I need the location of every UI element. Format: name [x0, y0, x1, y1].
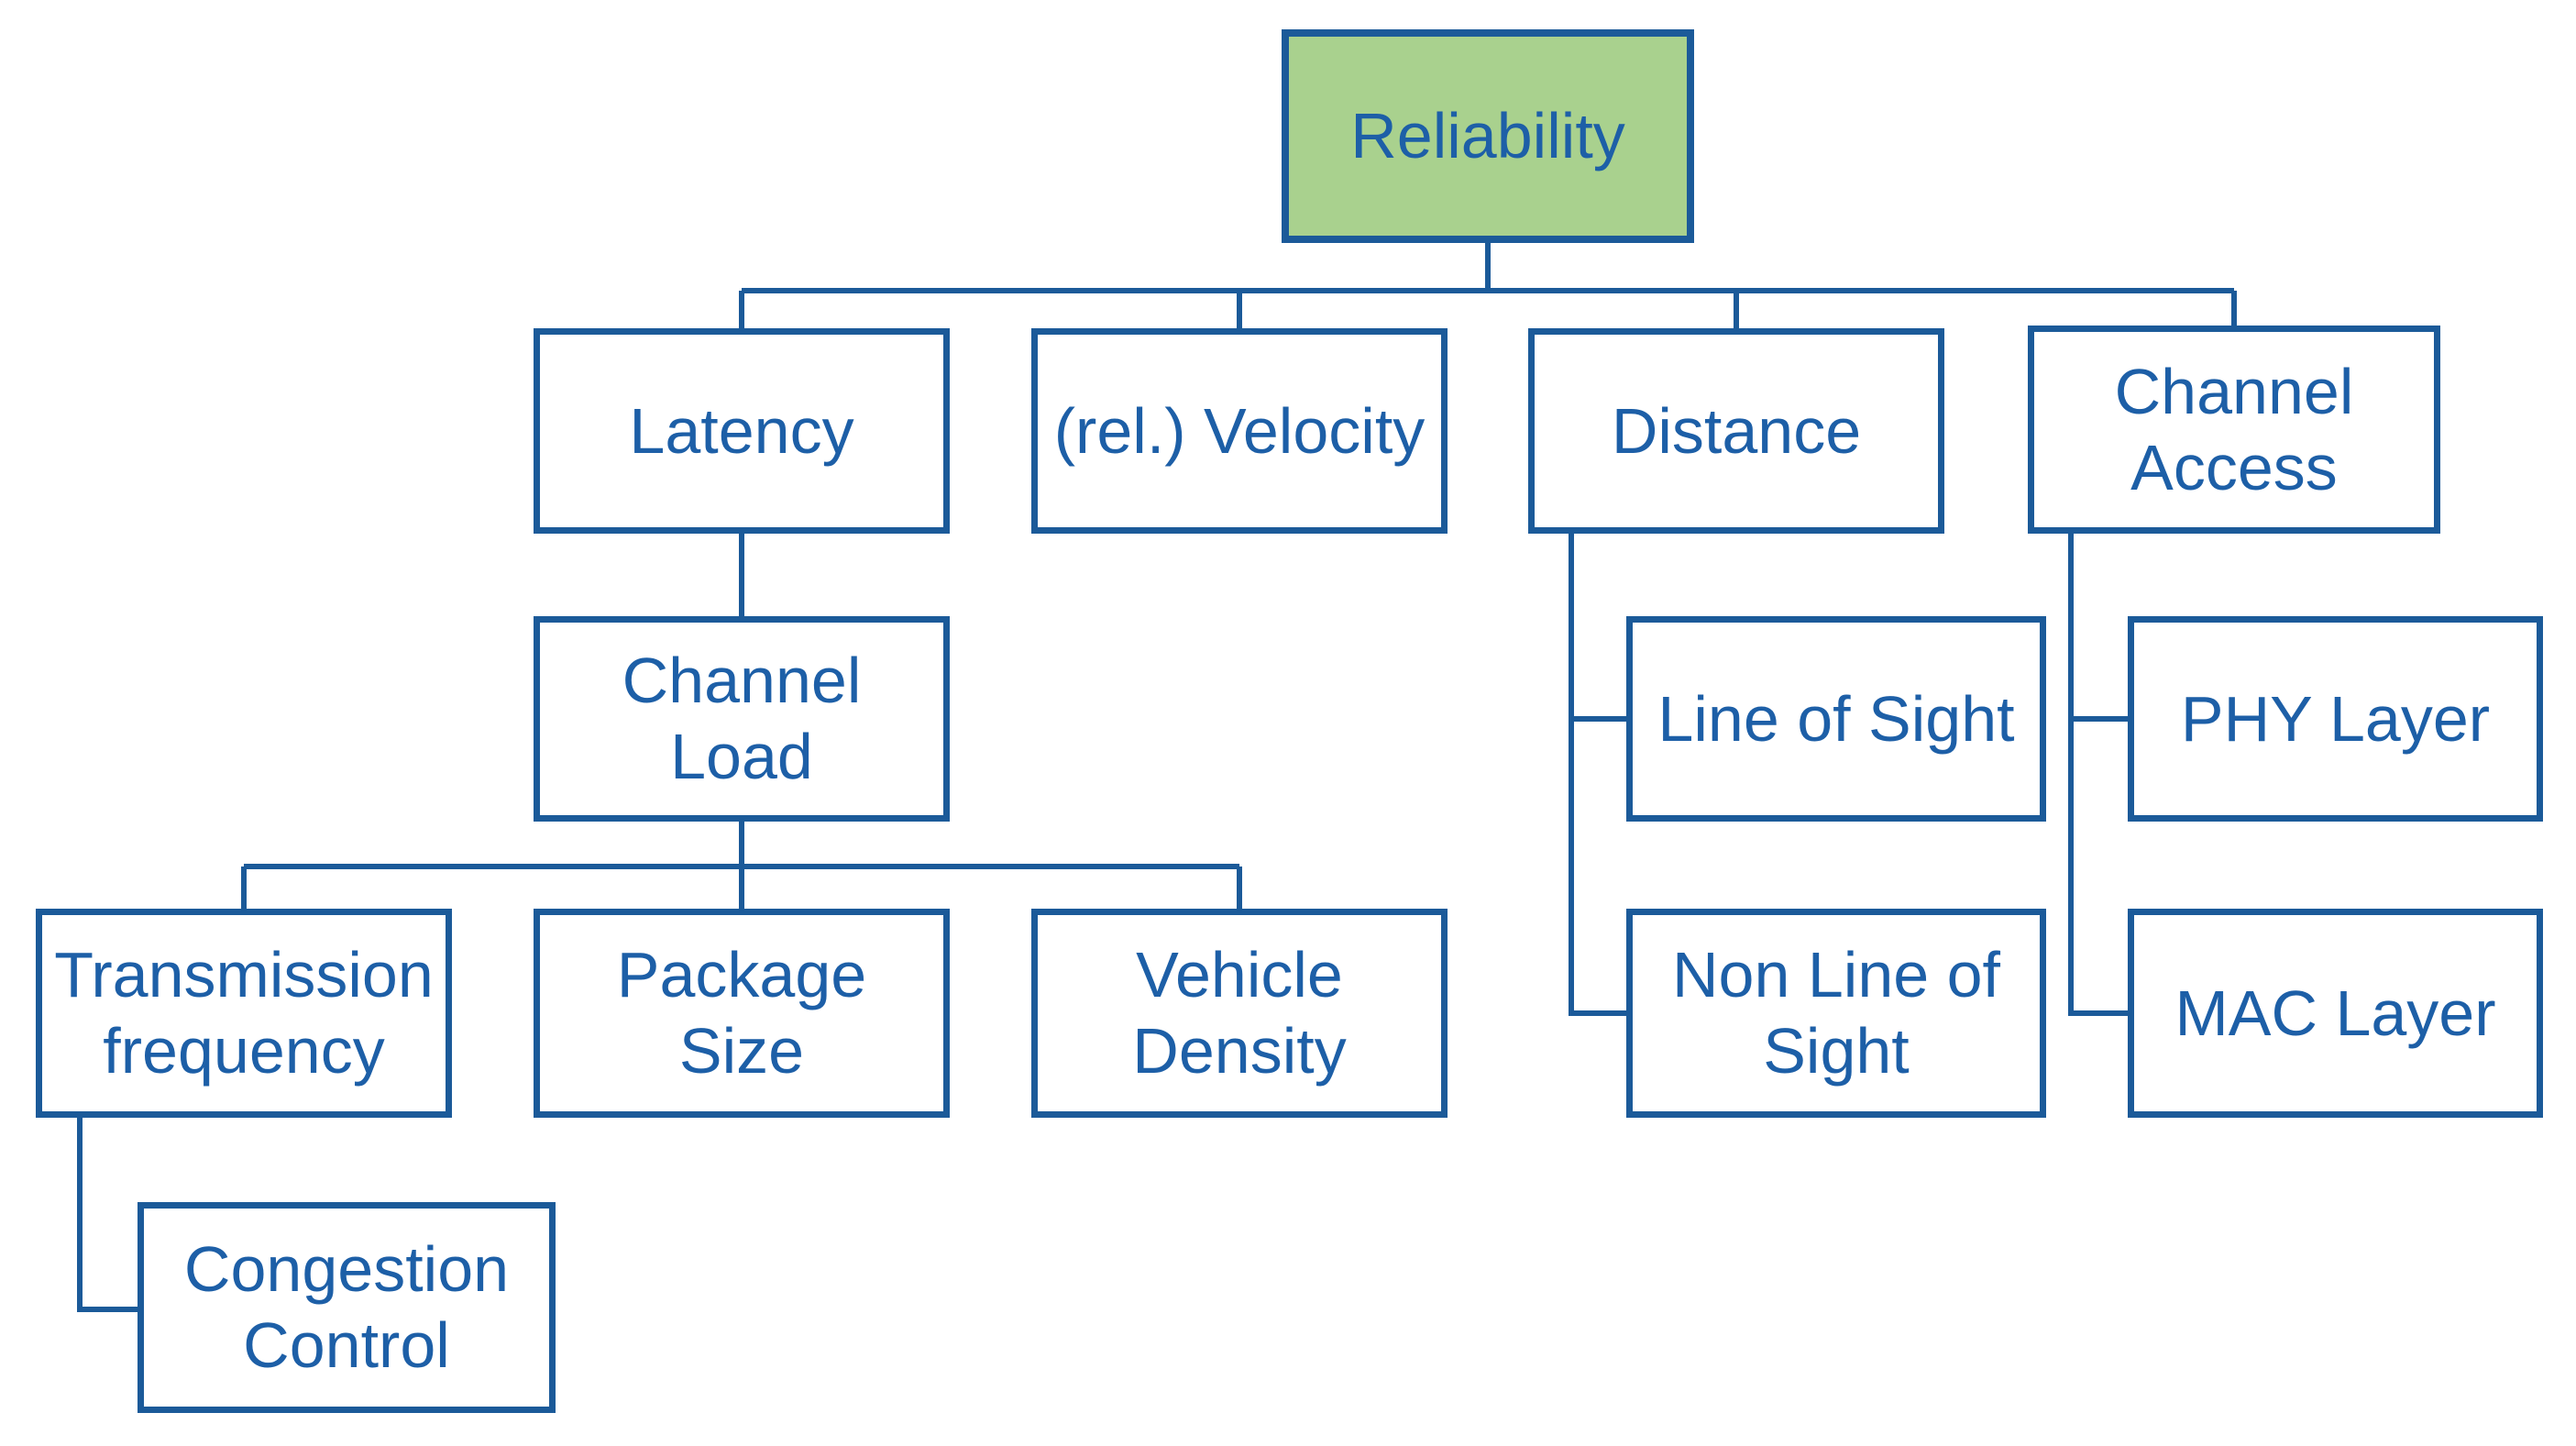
connector-distance-children-spine: [1569, 534, 1626, 1016]
node-distance-label: Distance: [1611, 394, 1862, 467]
node-reliability-label: Reliability: [1350, 100, 1625, 172]
node-rel-velocity: (rel.) Velocity: [1031, 328, 1448, 534]
node-mac-layer: MAC Layer: [2128, 909, 2543, 1118]
node-phy-layer-label: PHY Layer: [2180, 682, 2491, 755]
node-vehicle-density: Vehicle Density: [1031, 909, 1448, 1118]
node-latency: Latency: [534, 328, 950, 534]
node-vehicle-density-label: Vehicle Density: [1132, 939, 1347, 1087]
node-distance: Distance: [1528, 328, 1944, 534]
node-non-line-of-sight-label: Non Line of Sight: [1671, 939, 2001, 1087]
node-transmission-frequency: Transmission frequency: [36, 909, 452, 1118]
node-channel-access: Channel Access: [2028, 326, 2440, 534]
node-channel-load-label: Channel Load: [622, 645, 862, 792]
node-congestion-control: Congestion Control: [138, 1202, 556, 1413]
connector-transmission-congestion: [77, 1118, 138, 1312]
connector-channel-access-children-spine: [2068, 534, 2128, 1016]
node-non-line-of-sight: Non Line of Sight: [1626, 909, 2046, 1118]
node-line-of-sight: Line of Sight: [1626, 616, 2046, 822]
node-channel-access-label: Channel Access: [2114, 355, 2354, 503]
node-channel-load: Channel Load: [534, 616, 950, 822]
node-package-size: Package Size: [534, 909, 950, 1118]
node-package-size-label: Package Size: [616, 939, 867, 1087]
node-rel-velocity-label: (rel.) Velocity: [1053, 394, 1426, 467]
node-mac-layer-label: MAC Layer: [2174, 977, 2496, 1049]
node-reliability: Reliability: [1282, 29, 1694, 243]
node-latency-label: Latency: [629, 394, 854, 467]
node-phy-layer: PHY Layer: [2128, 616, 2543, 822]
node-transmission-frequency-label: Transmission frequency: [54, 939, 434, 1087]
node-congestion-control-label: Congestion Control: [183, 1233, 510, 1381]
node-line-of-sight-label: Line of Sight: [1657, 682, 2015, 755]
